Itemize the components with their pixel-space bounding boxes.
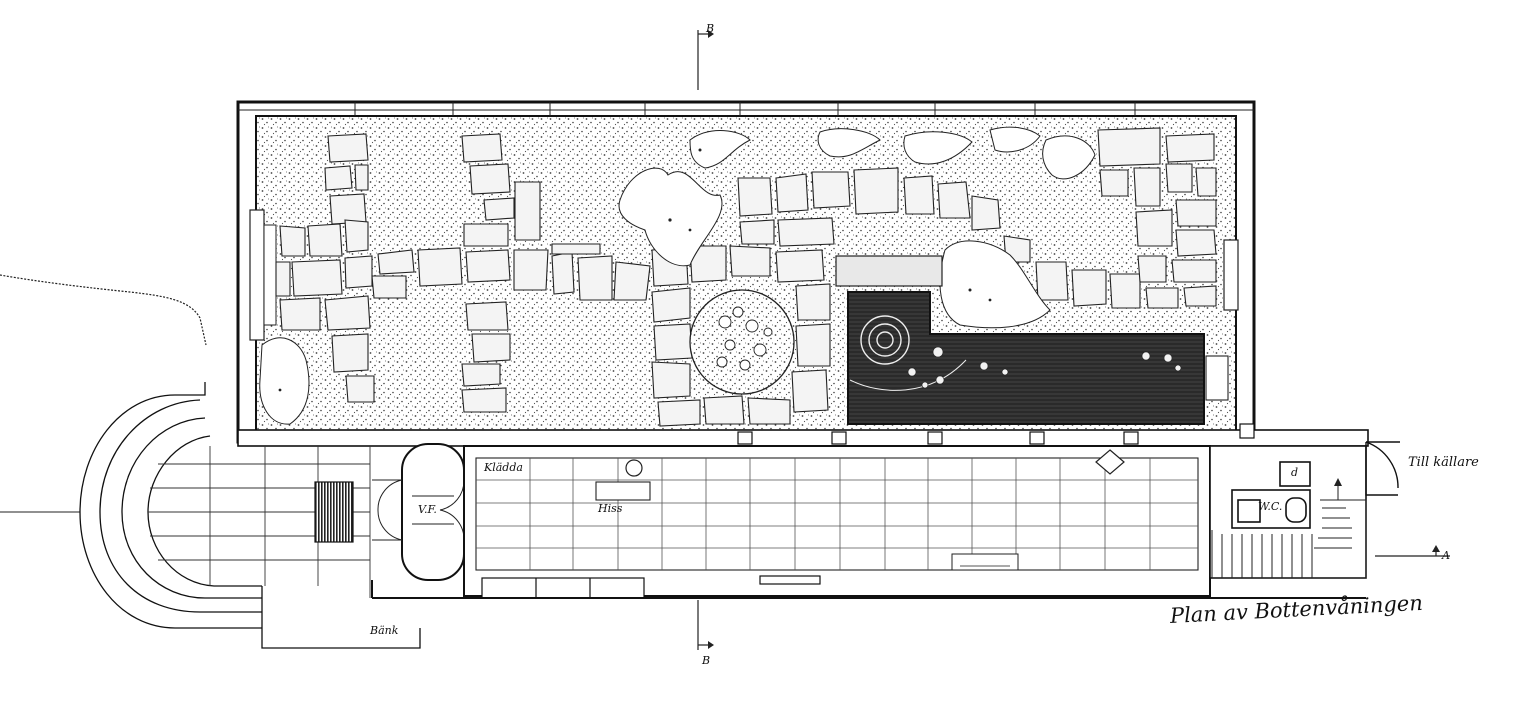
kladda-label: Klädda	[484, 461, 523, 474]
door-to-basement	[1365, 441, 1400, 496]
d-label: d	[1291, 466, 1299, 479]
floor-grate	[314, 481, 354, 543]
wc-label: W.C.	[1258, 500, 1283, 513]
section-b-label-bottom: B	[702, 654, 711, 667]
till-kallare-label: Till källare	[1408, 455, 1479, 470]
stair	[1211, 499, 1367, 579]
bank-label: Bänk	[370, 624, 399, 637]
circular-planting	[689, 289, 795, 395]
service-block	[1209, 445, 1367, 579]
terrain-contour-line	[0, 274, 207, 346]
pool-ripples	[849, 315, 967, 391]
stepping-stones	[275, 127, 1217, 427]
planting-blobs	[259, 126, 1096, 425]
vf-label: V.F.	[418, 503, 437, 516]
hall-floor	[475, 457, 1199, 571]
hiss-label: Hiss	[598, 502, 623, 515]
water-lilies	[907, 346, 1182, 389]
pool	[847, 291, 1205, 425]
section-b-label-top: B	[706, 22, 715, 35]
hall-floor-tiles	[476, 458, 1198, 570]
section-a-label: A	[1442, 549, 1450, 562]
top-wall-ticks	[238, 102, 1254, 116]
